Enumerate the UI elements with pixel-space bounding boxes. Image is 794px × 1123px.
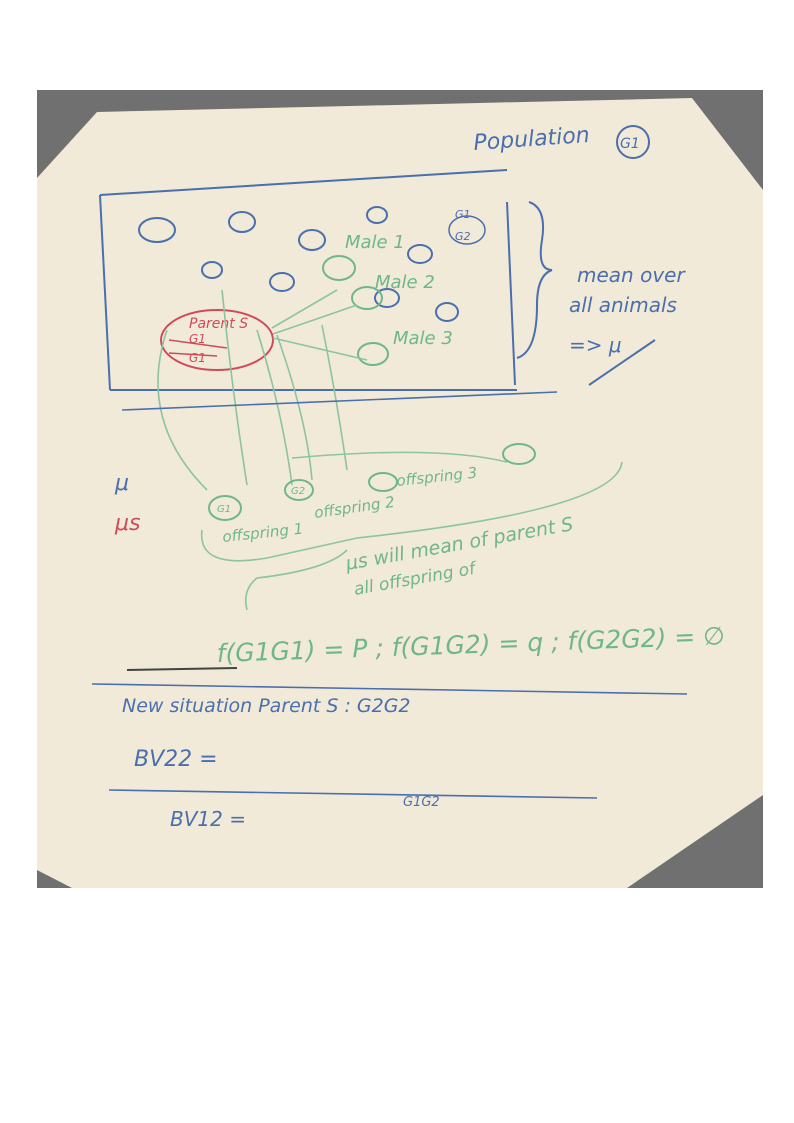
brace-note-line1: mean over <box>577 263 686 287</box>
male-1-label: Male 1 <box>345 232 405 253</box>
population-box <box>99 169 517 391</box>
mu-s-label: μs <box>114 511 140 536</box>
animal <box>228 211 256 233</box>
mu-arrow-stroke <box>588 339 656 386</box>
animal <box>435 302 459 322</box>
divider-2-mark <box>126 667 238 671</box>
offspring-pointer <box>244 549 348 611</box>
population-animals <box>138 206 459 322</box>
male-3-circle <box>357 342 389 366</box>
bv22-text: BV22 = <box>134 747 218 772</box>
offspring-1-circle <box>208 495 242 521</box>
animal <box>407 244 433 264</box>
title-badge-text: G1 <box>620 136 640 152</box>
population-brace <box>516 201 553 359</box>
animal <box>298 229 326 251</box>
divider-1 <box>121 391 558 411</box>
divider-2 <box>91 683 688 695</box>
male-2-label: Male 2 <box>375 272 435 293</box>
bv12-text: BV12 = <box>170 807 246 831</box>
offspring-1-genotype: G1 <box>217 504 231 515</box>
animal <box>201 261 223 279</box>
lineage-lines <box>157 289 508 491</box>
brace-note-line3: => μ <box>569 333 622 357</box>
male-2-circle <box>351 286 383 310</box>
parent-s-label: Parent S <box>189 316 248 332</box>
brace-note-line2: all animals <box>569 293 677 317</box>
parent-genotype-b: G1 <box>189 351 206 365</box>
title-badge-circle <box>616 125 650 159</box>
parent-s-circle <box>160 309 274 371</box>
top-genotype-circle <box>448 215 486 245</box>
whiteboard-surface <box>37 98 763 888</box>
parent-genotype-a: G1 <box>189 332 206 346</box>
offspring-extra-circle <box>502 443 536 465</box>
male-1-circle <box>322 255 356 281</box>
offspring-2-circle <box>284 479 314 501</box>
offspring-3-circle <box>368 472 398 492</box>
animal <box>269 272 295 292</box>
whiteboard-photo: Population G1 mean over all animals => μ… <box>37 90 763 888</box>
offspring-2-genotype: G2 <box>291 486 305 497</box>
new-situation-text: New situation Parent S : G2G2 <box>122 695 411 717</box>
parent-strike-lines <box>168 339 228 357</box>
top-genotype-a: G1 <box>455 208 471 221</box>
divider-3 <box>108 789 598 799</box>
offspring-bracket <box>200 461 623 562</box>
top-genotype-b: G2 <box>455 230 471 243</box>
small-genotype: G1G2 <box>403 795 440 810</box>
mu-label: μ <box>114 471 129 496</box>
male-3-label: Male 3 <box>393 328 453 349</box>
animal <box>138 217 176 243</box>
animal <box>374 288 400 308</box>
animal <box>366 206 388 224</box>
